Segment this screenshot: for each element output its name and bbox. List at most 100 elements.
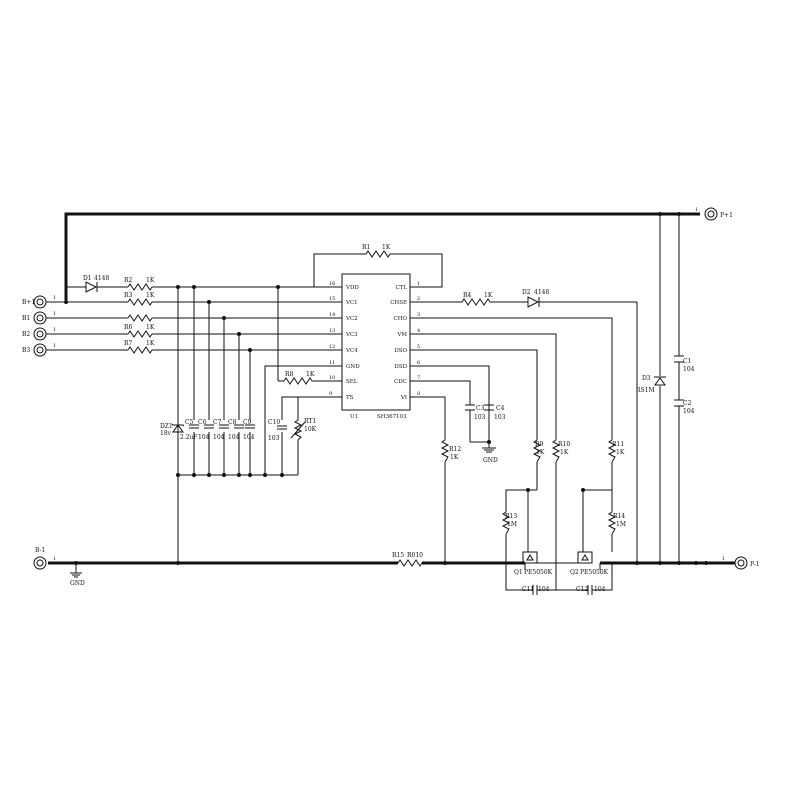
capacitor-c10-ref: C10 [268, 419, 280, 426]
mosfet-q1[interactable]: Q1 PE5050K [514, 551, 553, 576]
diode-d2-value: 4148 [534, 289, 549, 296]
capacitor-c5-value: 2.2uF [180, 434, 198, 441]
capacitor-c2-ref: C2 [683, 400, 692, 407]
capacitor-c6[interactable]: C6 104 [198, 419, 214, 441]
resistor-r11[interactable]: R11 1K [607, 439, 625, 463]
ic-pin-name: SEL [346, 379, 358, 385]
connector-pminus[interactable]: P-1 1 [722, 556, 760, 570]
thermistor-rt1-ref: RT1 [304, 418, 316, 425]
connector-b3-label: B3 [22, 347, 30, 354]
vm-net [420, 333, 557, 563]
capacitor-c1[interactable]: C1 104 [674, 355, 695, 373]
capacitor-c3[interactable]: C3 103 [465, 404, 486, 421]
ic-pin-name: VDD [345, 285, 359, 291]
ic-pin-number: 10 [329, 375, 335, 381]
ic-u1[interactable]: U1 SH367103 [341, 273, 411, 420]
ic-pin-number: 15 [329, 296, 335, 302]
capacitor-c5-ref: C5 [185, 419, 194, 426]
mosfet-q1-value: PE5050K [524, 569, 553, 576]
resistor-r1[interactable]: R1 1K [313, 244, 443, 288]
resistor-r15[interactable]: R15 R010 [392, 552, 423, 567]
resistor-r9-value: 1K [536, 449, 545, 456]
diode-d2-ref: D2 [522, 289, 531, 296]
zener-dz1-value: 18v [160, 430, 172, 437]
resistor-r4-ref: R4 [463, 292, 472, 299]
connector-bminus-pin: 1 [53, 556, 56, 562]
resistor-r4[interactable]: R4 1K [461, 292, 493, 306]
connector-b2-label: B2 [22, 331, 30, 338]
diode-d3[interactable]: D3 RS1M [636, 375, 666, 394]
resistor-r1-ref: R1 [362, 244, 370, 251]
capacitor-c8-ref: C8 [228, 419, 237, 426]
ic-pin-name: DSO [394, 348, 407, 354]
ic-pin-number: 2 [417, 296, 420, 302]
resistor-r14[interactable]: R14 1M [607, 511, 626, 535]
diode-d1[interactable]: D1 4148 [83, 275, 109, 293]
capacitor-c8[interactable]: C8 104 [228, 419, 244, 441]
resistor-r14-ref: R14 [613, 513, 625, 520]
resistor-r6[interactable]: R6 1K [124, 324, 155, 338]
resistor-r13[interactable]: R13 1M [501, 511, 517, 535]
ic-pin-name: CHSE [390, 300, 407, 306]
capacitor-c9[interactable]: C9 104 [243, 419, 255, 441]
thermistor-rt1-value: 10K [304, 426, 317, 433]
resistor-b1-line[interactable] [127, 314, 153, 322]
ic-pin-name: VC4 [345, 348, 358, 354]
ic-u1-ref: U1 [350, 414, 358, 420]
vi-net [420, 396, 446, 563]
ic-pin-number: 4 [417, 328, 420, 334]
resistor-r6-ref: R6 [124, 324, 133, 331]
ic-pin-number: 13 [329, 328, 335, 334]
connector-pminus-pin: 1 [722, 556, 725, 562]
capacitor-c3-value: 103 [474, 414, 486, 421]
resistor-r3[interactable]: R3 1K [124, 292, 155, 306]
diode-d2[interactable]: D2 4148 [522, 289, 549, 308]
capacitor-c12[interactable]: C12 104 [556, 563, 613, 595]
connector-b1-label: B1 [22, 315, 30, 322]
resistor-r7[interactable]: R7 1K [124, 340, 155, 354]
capacitor-c11[interactable]: C11 104 [505, 563, 557, 595]
capacitor-c6-ref: C6 [198, 419, 207, 426]
connector-bminus[interactable]: B-1 1 [33, 547, 56, 570]
capacitor-c4[interactable]: C4 103 [484, 404, 506, 421]
diode-d1-ref: D1 [83, 275, 92, 282]
ic-pin-name: VC1 [345, 300, 358, 306]
resistor-r8[interactable]: R8 1K [283, 371, 315, 385]
connector-pplus[interactable]: P+1 1 [695, 207, 733, 221]
mosfet-q2[interactable]: Q2 PE5050K [570, 551, 609, 576]
zener-dz1-ref: DZ1 [160, 423, 173, 430]
resistor-r1-value: 1K [382, 244, 391, 251]
capacitor-c3-ref: C3 [476, 405, 485, 412]
connector-pplus-pin: 1 [695, 207, 698, 213]
resistor-r2[interactable]: R2 1K [124, 277, 155, 291]
resistor-r7-ref: R7 [124, 340, 133, 347]
ic-u1-part: SH367103 [377, 414, 407, 420]
resistor-r13-value: 1M [507, 521, 517, 528]
resistor-r12[interactable]: R12 1K [440, 439, 461, 463]
capacitor-c5[interactable]: C5 2.2uF [180, 419, 199, 441]
resistor-r2-value: 1K [146, 277, 155, 284]
capacitor-c10[interactable]: C10 103 [268, 419, 287, 442]
ic-pin-name: VI [400, 395, 407, 401]
zener-dz1[interactable]: DZ1 18v [160, 423, 185, 437]
capacitor-c2[interactable]: C2 104 [674, 399, 695, 415]
resistor-r11-value: 1K [616, 449, 625, 456]
thermistor-rt1[interactable]: RT1 10K [290, 418, 317, 441]
capacitor-c7[interactable]: C7 104 [213, 419, 229, 441]
ic-pin-name: DSD [394, 364, 407, 370]
capacitor-c12-value: 104 [594, 586, 606, 593]
resistor-r10[interactable]: R10 1K [551, 439, 570, 463]
ic-pin-number: 9 [329, 391, 332, 397]
resistor-r9[interactable]: R9 1K [532, 439, 545, 463]
connector-b1-pin: 1 [53, 311, 56, 317]
connector-bplus-pin: 1 [53, 295, 56, 301]
